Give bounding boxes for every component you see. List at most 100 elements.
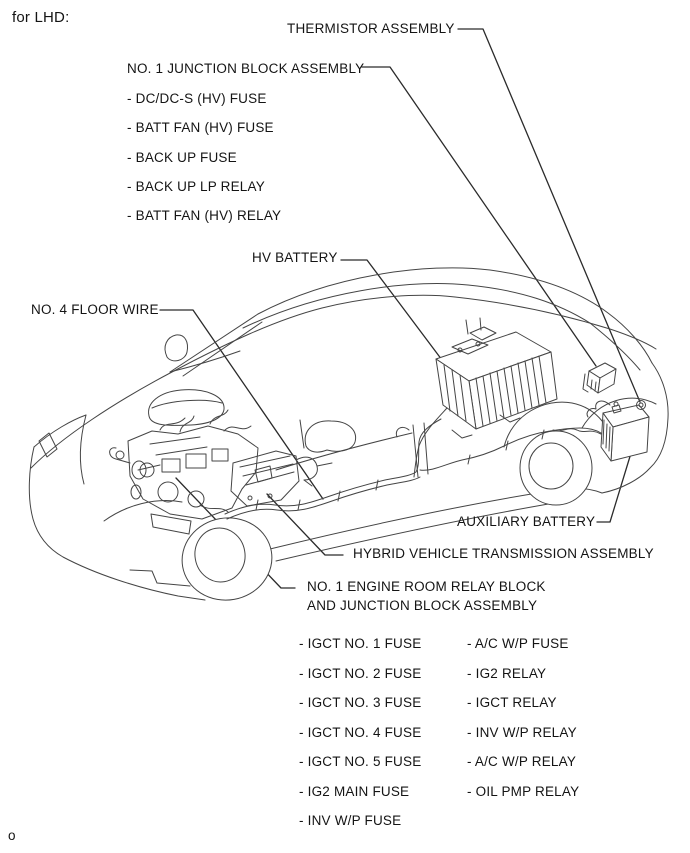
label-relay-block-title-line1: NO. 1 ENGINE ROOM RELAY BLOCK — [307, 579, 546, 594]
hv-battery-rib — [524, 360, 533, 409]
front-wheel — [181, 517, 273, 601]
thermistor-sensor-ring — [636, 400, 646, 410]
engine-detail-box — [161, 458, 181, 473]
label-relay-item: - OIL PMP RELAY — [467, 783, 580, 799]
hv-battery-rib — [496, 370, 505, 419]
aux-battery-wire — [586, 400, 611, 418]
junction-block-rib — [590, 379, 593, 390]
rear-wheel — [503, 401, 614, 506]
engine-pulley — [187, 490, 205, 508]
thermistor-sensor-ring-inner — [638, 402, 644, 408]
label-relay-item: - IGCT NO. 3 FUSE — [299, 695, 422, 710]
aux-battery-vent — [608, 426, 611, 452]
hv-battery-rib — [451, 369, 459, 417]
engine-pulley — [139, 462, 155, 478]
aux-battery-post — [613, 401, 619, 407]
label-relay-item: - A/C W/P RELAY — [467, 754, 577, 769]
hv-battery-bracket — [451, 429, 473, 439]
hv-battery-rib — [538, 355, 547, 404]
rear-body-edge — [601, 362, 669, 494]
rear-seat-outline — [304, 420, 357, 453]
label-transmission: HYBRID VEHICLE TRANSMISSION ASSEMBLY — [353, 546, 654, 561]
a-pillar-inner — [182, 321, 263, 377]
label-junction-item: - BACK UP FUSE — [127, 150, 237, 165]
rocker-line-lower — [275, 500, 567, 562]
hood-front-edge — [33, 414, 87, 448]
transmission-leader-line — [266, 493, 344, 556]
hv-battery-rib — [517, 362, 526, 411]
floor-wire-wrap — [297, 499, 301, 511]
junction-block-rib — [594, 381, 597, 392]
hv-battery-drawing — [413, 317, 558, 478]
rear-tire — [519, 430, 593, 506]
engine-mount — [254, 465, 273, 483]
label-floor-wire: NO. 4 FLOOR WIRE — [31, 302, 159, 317]
hv-battery-bolt — [457, 347, 463, 353]
engine-block-outline — [127, 425, 259, 520]
axle-stub — [303, 479, 313, 487]
hv-battery-rib — [489, 372, 498, 422]
transmission-rib — [239, 455, 291, 468]
hv-battery-bolt — [475, 341, 481, 347]
label-hv-battery: HV BATTERY — [252, 250, 338, 265]
floor-wire-run-upper — [224, 418, 442, 515]
hv-battery-top-box — [469, 326, 497, 341]
cowl-line — [169, 350, 241, 373]
label-junction-item: - DC/DC-S (HV) FUSE — [127, 91, 267, 106]
label-relay-item: - A/C W/P FUSE — [467, 636, 569, 651]
engine-detail-box — [211, 448, 229, 462]
aux-battery-wire — [552, 428, 602, 435]
aux-battery-vent — [605, 423, 608, 449]
hv-battery-rib — [482, 375, 491, 424]
hv-battery-rib — [531, 357, 540, 406]
engine-detail-line — [137, 464, 161, 471]
floor-wire-wrap — [255, 499, 259, 511]
label-thermistor-assembly: THERMISTOR ASSEMBLY — [287, 21, 455, 36]
label-relay-item: - IGCT NO. 4 FUSE — [299, 724, 422, 740]
engine-assembly-drawing — [109, 389, 273, 535]
label-junction-item: - BACK UP LP RELAY — [127, 179, 265, 194]
floor-wire-wrap — [337, 490, 341, 502]
headlight — [38, 432, 58, 458]
hv-battery-leader-line — [340, 259, 443, 361]
engine-bracket — [109, 447, 131, 464]
floor-wire-wrap — [375, 479, 379, 491]
front-nose-line — [28, 446, 206, 601]
rear-deck-line — [454, 296, 657, 350]
door-bottom-seam — [299, 419, 305, 449]
floor-wire-run-lower — [226, 476, 421, 520]
transmission-bolt — [267, 493, 273, 499]
junction-block-leader-line — [361, 66, 597, 367]
hv-battery-rib — [510, 365, 519, 414]
transmission-bolt — [247, 495, 253, 501]
engine-bolt — [115, 450, 125, 460]
front-tire — [181, 517, 273, 601]
hv-battery-top-box — [451, 338, 489, 355]
leader-lines — [159, 28, 641, 589]
roof-inner-line — [242, 283, 591, 329]
engine-detail-box — [185, 453, 207, 469]
label-junction-item: - BATT FAN (HV) RELAY — [127, 208, 282, 223]
label-relay-block-title: NO. 1 ENGINE ROOM RELAY BLOCK AND JUNCTI… — [307, 579, 546, 613]
floor-wire-drawing — [224, 418, 602, 520]
roof-outer-line — [257, 267, 653, 364]
hv-battery-rib — [503, 367, 512, 416]
junction-block-drawing — [582, 362, 617, 394]
rear-window-edge — [589, 322, 641, 371]
front-rim — [194, 527, 246, 583]
floor-wire-wrap — [541, 429, 545, 440]
hv-battery-top-stub — [465, 319, 469, 335]
engine-detail-line — [155, 446, 208, 456]
transmission-rib — [242, 463, 294, 477]
variant-label: for LHD: — [12, 9, 70, 26]
engine-hose — [179, 415, 195, 433]
aux-battery-vent — [602, 419, 605, 445]
label-aux-battery: AUXILIARY BATTERY — [457, 514, 596, 529]
engine-wire-squiggle — [159, 417, 186, 431]
engine-hose — [209, 409, 229, 425]
oil-pan — [150, 513, 192, 535]
relay-block-left-list: - IGCT NO. 1 FUSE - IGCT NO. 2 FUSE - IG… — [299, 636, 421, 843]
hv-battery-bracket — [499, 414, 521, 423]
